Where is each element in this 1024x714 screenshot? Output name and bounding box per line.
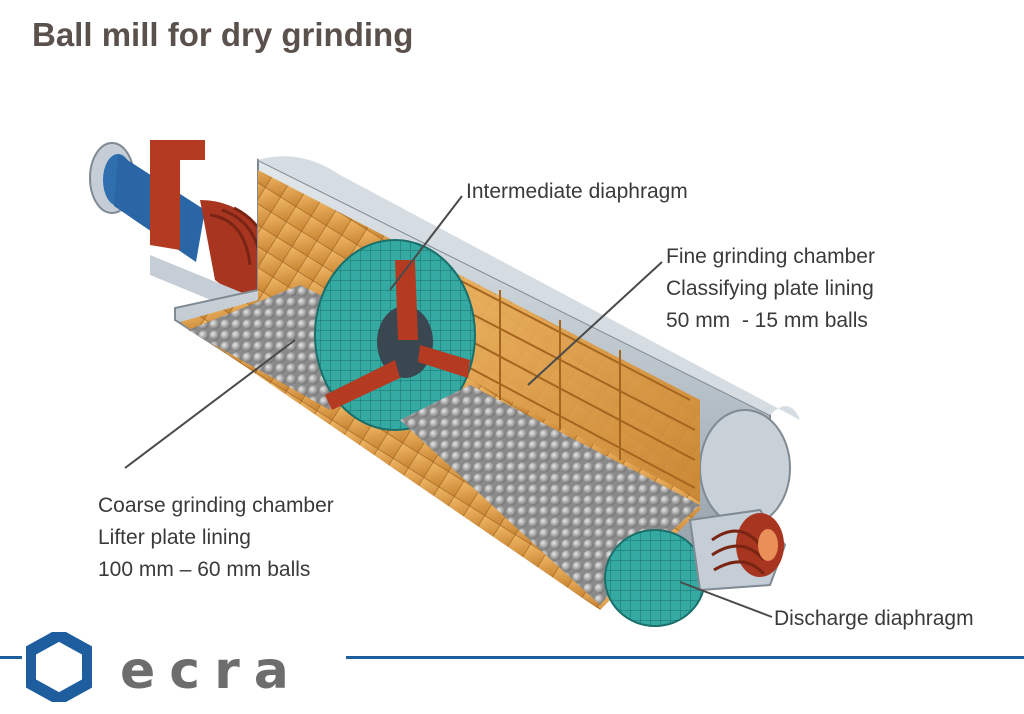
label-line: Coarse grinding chamber [98,494,334,517]
footer-rule-left [0,656,22,659]
label-intermediate-diaphragm: Intermediate diaphragm [466,176,688,208]
label-line: Discharge diaphragm [774,607,974,630]
label-fine-grinding-chamber: Fine grinding chamber Classifying plate … [666,241,875,337]
leader-line-fine [527,261,663,386]
label-discharge-diaphragm: Discharge diaphragm [774,603,974,635]
leader-line-intermediate [389,195,463,291]
label-line: Lifter plate lining [98,526,251,549]
footer-rule-right [346,656,1024,659]
label-coarse-grinding-chamber: Coarse grinding chamber Lifter plate lin… [98,490,334,586]
label-line: Intermediate diaphragm [466,180,688,203]
coarse-grinding-balls [188,285,330,410]
slide-title: Ball mill for dry grinding [32,16,414,53]
ecra-logo-wordmark: ecra [120,641,303,701]
discharge-outlet [688,508,787,592]
classifying-plate-lining [420,255,700,500]
intermediate-diaphragm-disk [314,239,476,431]
discharge-diaphragm-disk [604,529,706,627]
label-line: 100 mm – 60 mm balls [98,558,311,581]
leader-line-coarse [124,339,296,469]
label-line: 50 mm - 15 mm balls [666,309,868,332]
label-line: Fine grinding chamber [666,245,875,268]
ecra-hexagon-logo-icon [26,632,92,702]
label-line: Classifying plate lining [666,277,874,300]
leader-line-discharge [679,581,773,618]
